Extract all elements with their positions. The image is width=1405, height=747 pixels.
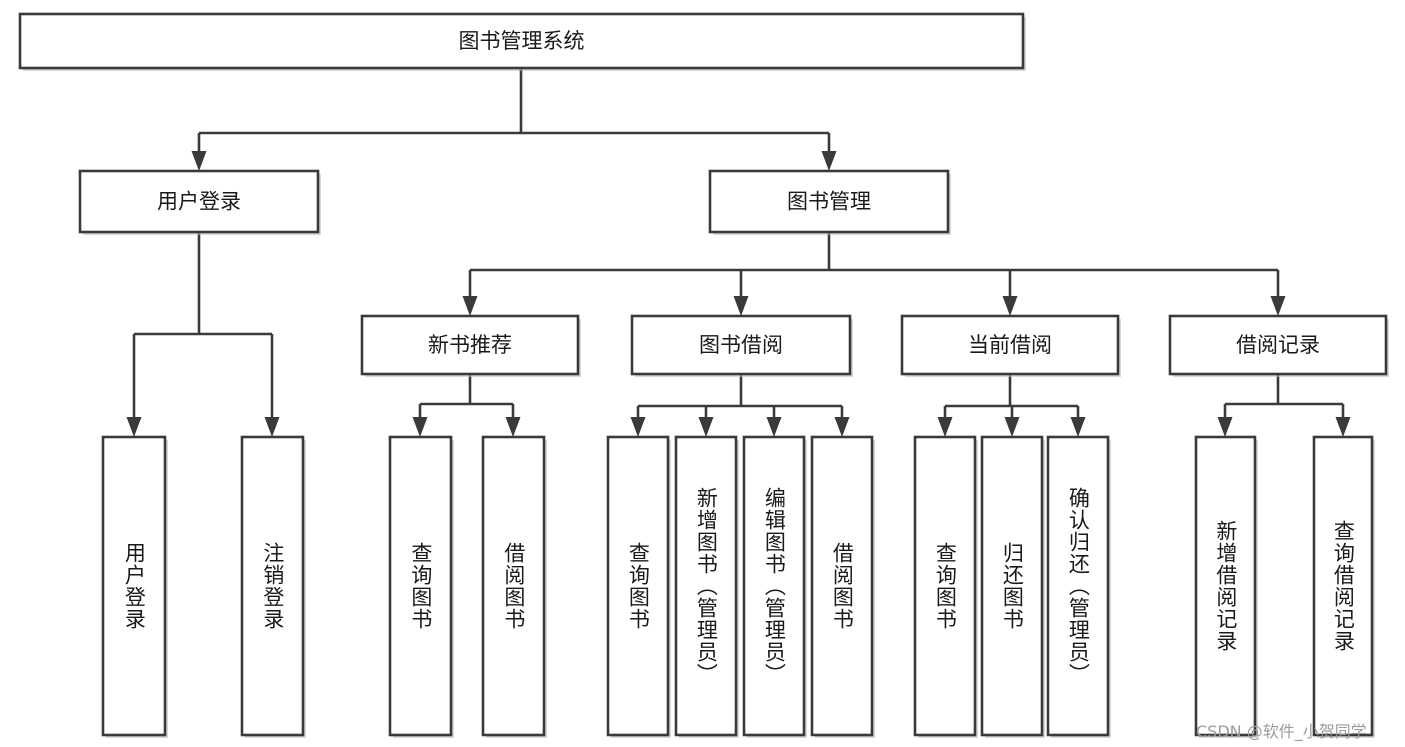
node-box-leaf-add-book-admin[interactable] — [674, 435, 738, 737]
node-box-root[interactable] — [18, 12, 1025, 70]
node-box-new-book-recommend[interactable] — [360, 314, 580, 376]
node-label-leaf-query-book-current: 查询图书 — [933, 542, 958, 630]
node-label-leaf-borrow-book-recommend: 借阅图书 — [501, 542, 526, 630]
node-label-leaf-return-book: 归还图书 — [1000, 542, 1025, 630]
node-box-current-borrow[interactable] — [900, 314, 1120, 376]
arrow-head-icon — [766, 417, 782, 437]
node-label-book-borrow: 图书借阅 — [699, 333, 783, 357]
arrow-head-icon — [834, 417, 850, 437]
node-box-leaf-query-borrow-record[interactable] — [1312, 435, 1374, 737]
node-label-leaf-confirm-return-admin: 确认归还（管理员） — [1066, 487, 1091, 685]
arrow-head-icon — [1002, 296, 1018, 316]
node-box-user-login[interactable] — [78, 169, 320, 234]
node-box-leaf-borrow-book-recommend[interactable] — [481, 435, 546, 737]
arrow-head-icon — [1270, 296, 1286, 316]
arrow-head-icon — [1004, 417, 1020, 437]
node-label-user-login: 用户登录 — [157, 190, 241, 214]
node-box-leaf-query-book-borrow[interactable] — [606, 435, 670, 737]
node-box-layer — [18, 12, 1389, 738]
node-label-leaf-edit-book-admin: 编辑图书（管理员） — [762, 487, 787, 685]
arrow-head-icon — [462, 296, 478, 316]
node-box-book-manage[interactable] — [708, 169, 950, 234]
arrow-head-icon — [126, 417, 142, 437]
node-label-leaf-query-borrow-record: 查询借阅记录 — [1331, 520, 1356, 652]
node-label-borrow-record: 借阅记录 — [1236, 333, 1320, 357]
node-label-leaf-add-book-admin: 新增图书（管理员） — [694, 487, 719, 685]
node-label-leaf-user-login: 用户登录 — [122, 542, 147, 630]
arrow-head-icon — [412, 417, 428, 437]
arrow-head-icon — [937, 417, 953, 437]
node-label-current-borrow: 当前借阅 — [968, 333, 1052, 357]
node-box-leaf-query-book-current[interactable] — [913, 435, 977, 737]
arrow-head-icon — [1335, 417, 1351, 437]
arrow-head-icon — [191, 151, 207, 171]
node-label-leaf-user-logout: 注销登录 — [260, 542, 285, 630]
node-box-leaf-return-book[interactable] — [980, 435, 1044, 737]
arrow-head-icon — [821, 151, 837, 171]
arrow-head-icon — [505, 417, 521, 437]
node-box-leaf-borrow-book[interactable] — [810, 435, 874, 737]
connector-layer — [126, 68, 1351, 437]
node-label-new-book-recommend: 新书推荐 — [428, 333, 512, 357]
node-box-leaf-confirm-return-admin[interactable] — [1046, 435, 1110, 737]
arrow-head-icon — [698, 417, 714, 437]
node-label-leaf-query-book-recommend: 查询图书 — [408, 542, 433, 630]
node-box-leaf-edit-book-admin[interactable] — [742, 435, 806, 737]
arrow-head-icon — [733, 296, 749, 316]
arrow-head-icon — [1217, 417, 1233, 437]
arrow-head-icon — [264, 417, 280, 437]
node-label-leaf-add-borrow-record: 新增借阅记录 — [1213, 520, 1238, 652]
node-label-root: 图书管理系统 — [459, 29, 585, 53]
arrow-head-icon — [1070, 417, 1086, 437]
node-box-leaf-user-login[interactable] — [101, 435, 167, 737]
node-box-leaf-add-borrow-record[interactable] — [1194, 435, 1257, 737]
arrow-head-icon — [630, 417, 646, 437]
node-label-leaf-query-book-borrow: 查询图书 — [626, 542, 651, 630]
node-box-book-borrow[interactable] — [630, 314, 852, 376]
node-box-leaf-user-logout[interactable] — [240, 435, 305, 737]
csdn-watermark: CSDN @软件_小贺同学 — [1196, 722, 1367, 741]
node-label-book-manage: 图书管理 — [787, 190, 871, 214]
node-box-borrow-record[interactable] — [1168, 314, 1388, 376]
node-box-leaf-query-book-recommend[interactable] — [388, 435, 453, 737]
node-label-leaf-borrow-book: 借阅图书 — [830, 542, 855, 630]
